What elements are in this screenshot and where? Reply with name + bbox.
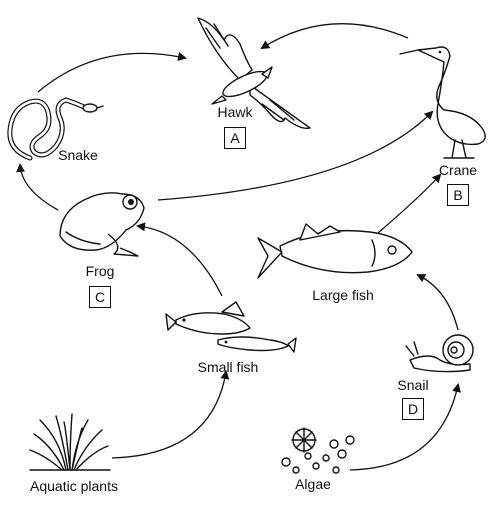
- algae-icon: [281, 427, 355, 474]
- frog-label: Frog: [85, 263, 115, 279]
- snail-icon: [405, 334, 474, 373]
- crane-letter-box: B: [447, 184, 469, 206]
- small-fish-icon: [165, 301, 297, 353]
- arrow-frog-to-snake: [16, 163, 59, 211]
- crane-icon: [399, 46, 486, 159]
- arrow-frog-to-crane: [157, 110, 434, 201]
- hawk-letter-box: A: [224, 127, 246, 149]
- aquatic-plants-icon: [29, 413, 111, 471]
- small-fish-label: Small fish: [197, 359, 259, 375]
- large-fish-label: Large fish: [312, 287, 374, 303]
- hawk-icon: [197, 17, 311, 129]
- arrow-algae-to-snail: [349, 383, 461, 471]
- snake-label: Snake: [58, 147, 98, 163]
- aquatic-plants-label: Aquatic plants: [30, 478, 118, 494]
- frog-icon: [59, 192, 145, 257]
- large-fish-icon: [257, 223, 413, 279]
- arrow-snail-to-large-fish: [416, 274, 459, 331]
- arrow-small-fish-to-frog: [136, 222, 223, 297]
- algae-label: Algae: [295, 476, 331, 492]
- hawk-label: Hawk: [217, 104, 253, 120]
- snail-label: Snail: [397, 377, 429, 393]
- arrow-large-fish-to-crane: [377, 173, 442, 234]
- arrow-snake-to-hawk: [37, 52, 187, 93]
- arrow-crane-to-hawk: [260, 23, 409, 50]
- frog-letter-box: C: [89, 286, 111, 308]
- crane-label: Crane: [438, 162, 478, 178]
- snake-icon: [7, 97, 104, 161]
- snail-letter-box: D: [402, 398, 424, 420]
- arrow-aquatic-plants-to-small-fish: [111, 370, 230, 459]
